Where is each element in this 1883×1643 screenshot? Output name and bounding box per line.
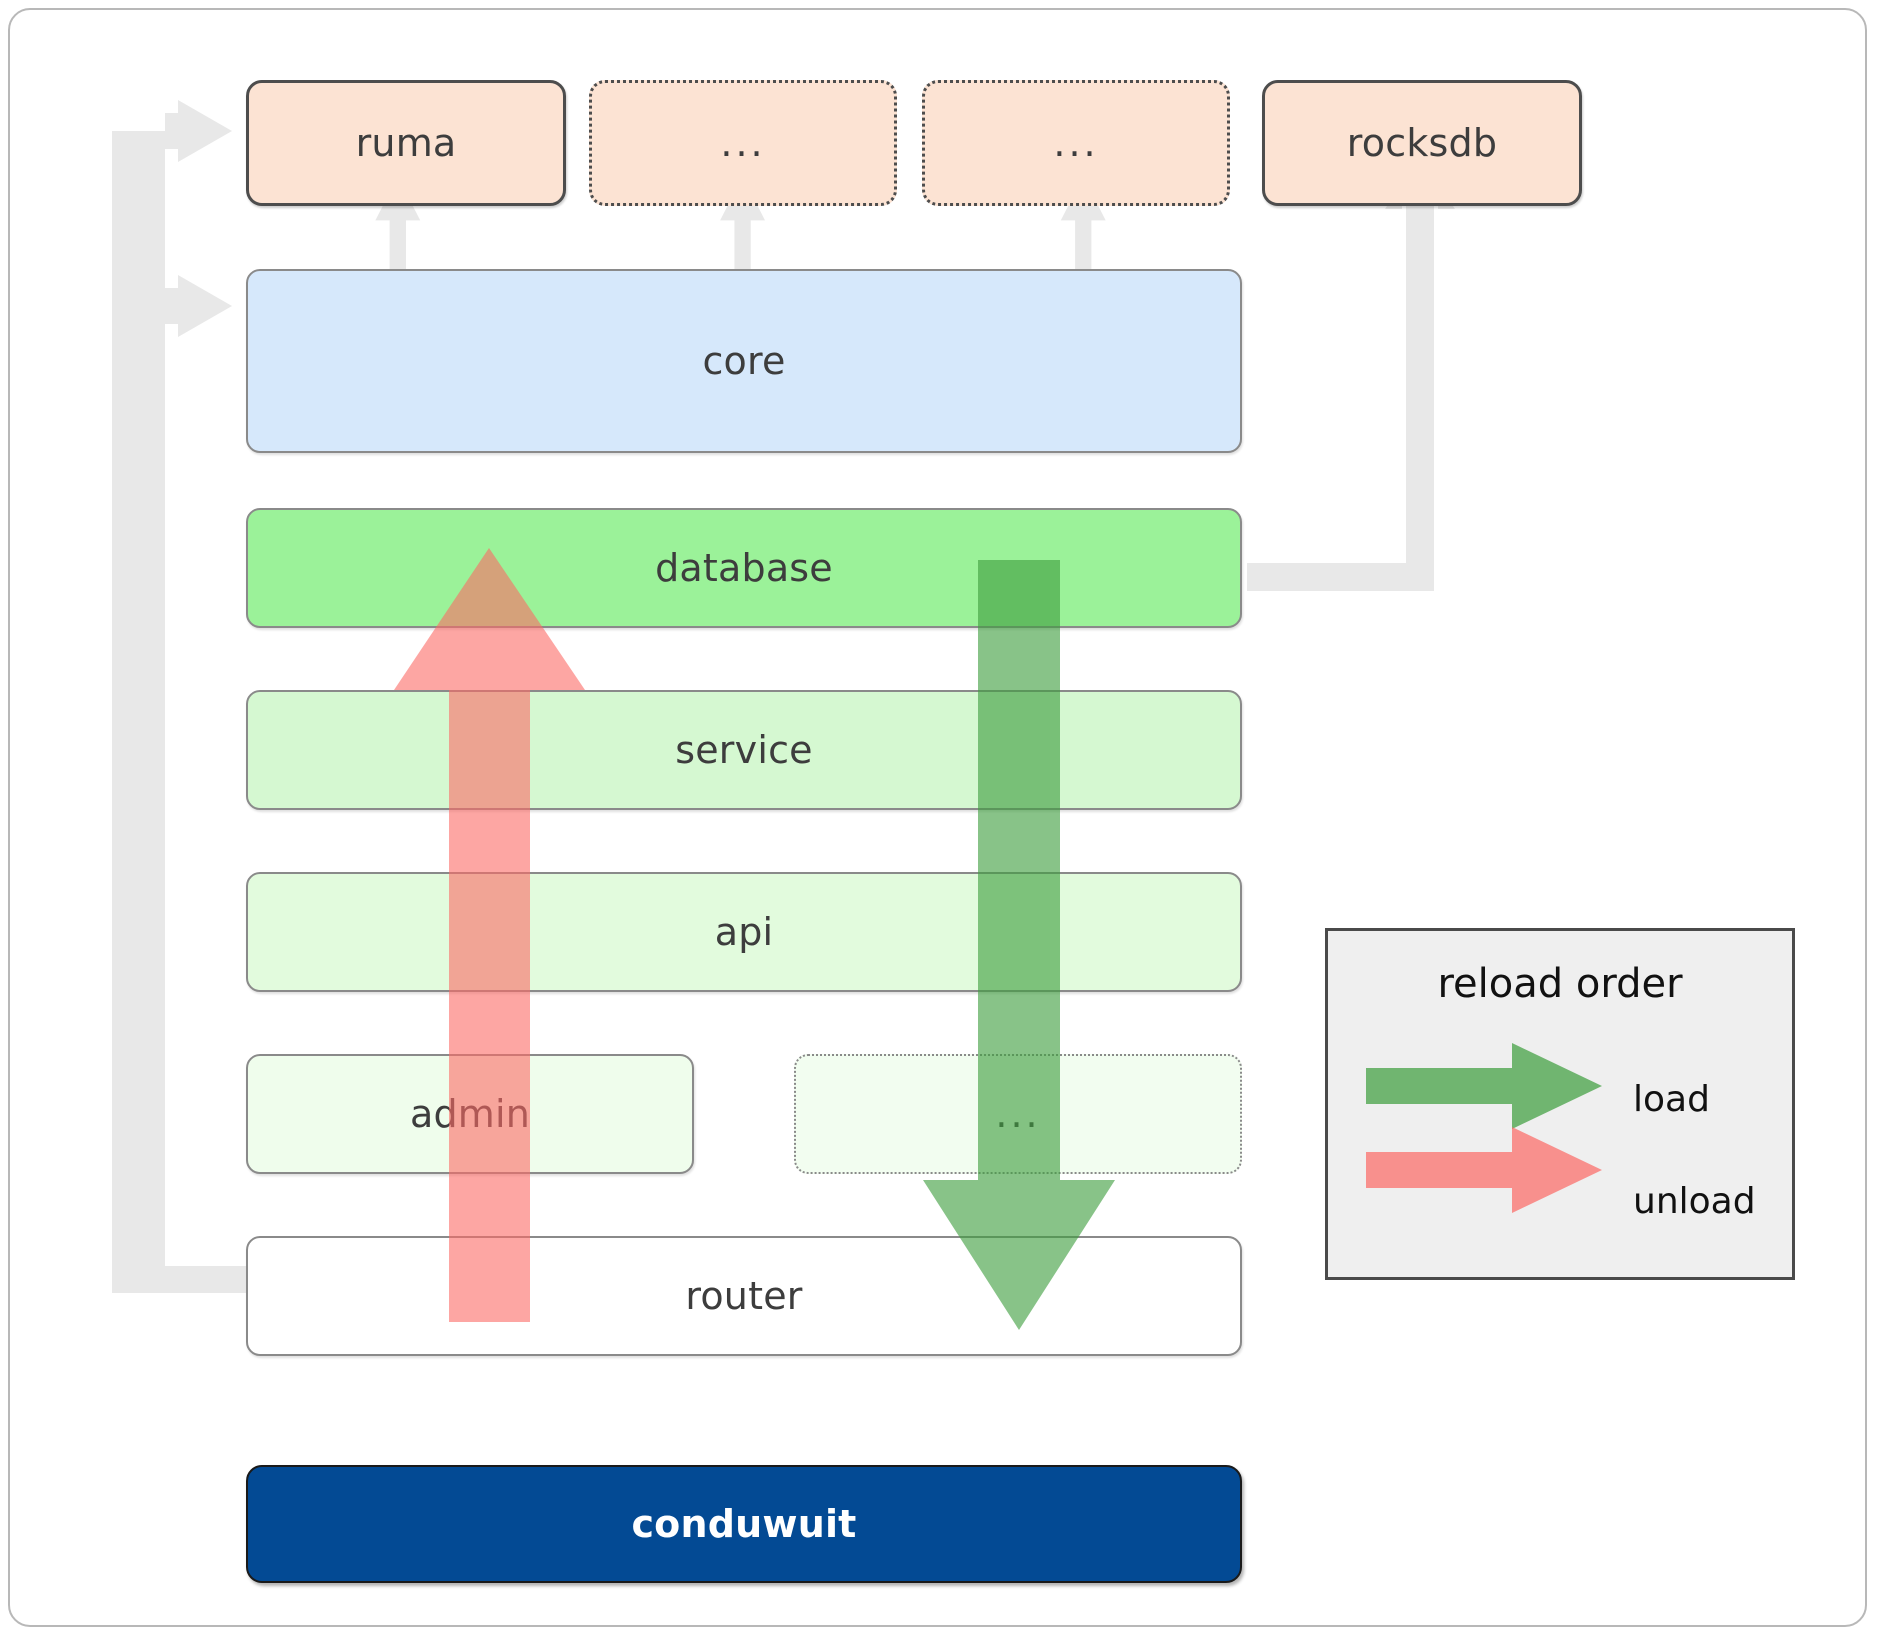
dependency-label-placeholder-1: ... bbox=[720, 120, 766, 165]
layer-box-router[interactable]: router bbox=[246, 1236, 1242, 1356]
layer-label-admin: admin bbox=[409, 1092, 531, 1136]
layer-label-api: api bbox=[714, 910, 774, 954]
layer-box-placeholder[interactable]: ... bbox=[794, 1054, 1242, 1174]
legend-panel: reload order load unload bbox=[1325, 928, 1795, 1280]
layer-label-placeholder: ... bbox=[995, 1091, 1041, 1136]
dependency-label-rocksdb: rocksdb bbox=[1346, 121, 1498, 165]
dependency-label-placeholder-2: ... bbox=[1053, 120, 1099, 165]
layer-box-core[interactable]: core bbox=[246, 269, 1242, 453]
layer-box-api[interactable]: api bbox=[246, 872, 1242, 992]
legend-title: reload order bbox=[1437, 961, 1683, 1007]
layer-box-admin[interactable]: admin bbox=[246, 1054, 694, 1174]
dependency-box-placeholder-1[interactable]: ... bbox=[589, 80, 897, 206]
layer-label-core: core bbox=[702, 339, 786, 383]
layer-label-router: router bbox=[685, 1274, 803, 1318]
dependency-label-ruma: ruma bbox=[355, 121, 457, 165]
dependency-box-rocksdb[interactable]: rocksdb bbox=[1262, 80, 1582, 206]
layer-label-database: database bbox=[655, 546, 833, 590]
application-box-conduwuit[interactable]: conduwuit bbox=[246, 1465, 1242, 1583]
legend-label-unload: unload bbox=[1633, 1181, 1756, 1222]
application-label-conduwuit: conduwuit bbox=[631, 1502, 857, 1546]
layer-box-database[interactable]: database bbox=[246, 508, 1242, 628]
layer-label-service: service bbox=[675, 728, 813, 772]
dependency-box-placeholder-2[interactable]: ... bbox=[922, 80, 1230, 206]
legend-label-load: load bbox=[1633, 1079, 1710, 1120]
layer-box-service[interactable]: service bbox=[246, 690, 1242, 810]
dependency-box-ruma[interactable]: ruma bbox=[246, 80, 566, 206]
